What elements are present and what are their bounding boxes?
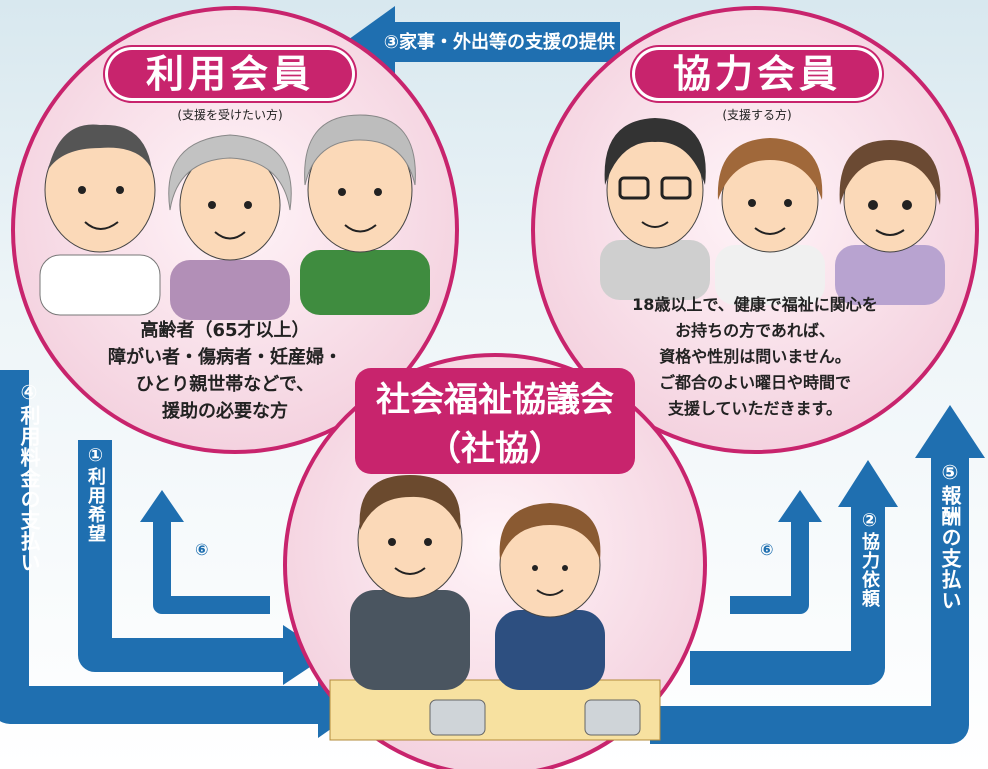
- notice-label-right: ⑥: [760, 540, 774, 559]
- helper-member-desc-line: 18歳以上で、健康で福祉に関心を: [632, 295, 878, 314]
- reward-payment-label: ⑤報酬の支払い: [938, 460, 962, 611]
- helper-member-subtitle: (支援する方): [722, 108, 792, 122]
- usage-request-label: ①利用希望: [85, 445, 106, 543]
- helper-member-desc-line: 支援していただきます。: [668, 399, 842, 418]
- council-title-line2: （社協）: [427, 429, 563, 469]
- notice-arrow-right: [730, 490, 822, 614]
- user-member-description: 高齢者（65才以上） 障がい者・傷病者・妊産婦・ ひとり親世帯などで、 援助の必…: [60, 317, 390, 425]
- user-member-desc-line: 障がい者・傷病者・妊産婦・: [108, 347, 342, 368]
- helper-member-description: 18歳以上で、健康で福祉に関心を お持ちの方であれば、 資格や性別は問いません。…: [590, 292, 920, 422]
- usage-fee-label: ④利用料金の支払い: [17, 380, 41, 573]
- reward-payment-arrow: [650, 405, 985, 744]
- helper-member-desc-line: ご都合のよい曜日や時間で: [658, 373, 851, 392]
- user-member-desc-line: 高齢者（65才以上）: [140, 320, 310, 341]
- support-provision-label: ③家事・外出等の支援の提供: [383, 32, 615, 53]
- helper-member-desc-line: お持ちの方であれば、: [675, 321, 835, 340]
- notice-arrow-left: [140, 490, 270, 614]
- user-member-subtitle: (支援を受けたい方): [177, 108, 283, 122]
- user-member-title: 利用会員: [105, 47, 355, 101]
- cooperation-request-label: ②協力依頼: [859, 510, 880, 608]
- cooperation-request-arrow: [690, 460, 898, 685]
- council-title-line1: 社会福祉協議会: [376, 380, 614, 420]
- helpers-illustration: [600, 118, 945, 305]
- support-provision-arrow: [345, 6, 620, 78]
- council-staff-illustration: [329, 475, 661, 741]
- helper-member-title: 協力会員: [632, 47, 882, 101]
- council-title: 社会福祉協議会 （社協）: [355, 368, 635, 474]
- user-member-desc-line: ひとり親世帯などで、: [135, 374, 315, 395]
- user-member-desc-line: 援助の必要な方: [162, 401, 288, 422]
- notice-label-left: ⑥: [195, 540, 209, 559]
- helper-member-desc-line: 資格や性別は問いません。: [659, 347, 851, 366]
- elderly-people-illustration: [39, 114, 430, 320]
